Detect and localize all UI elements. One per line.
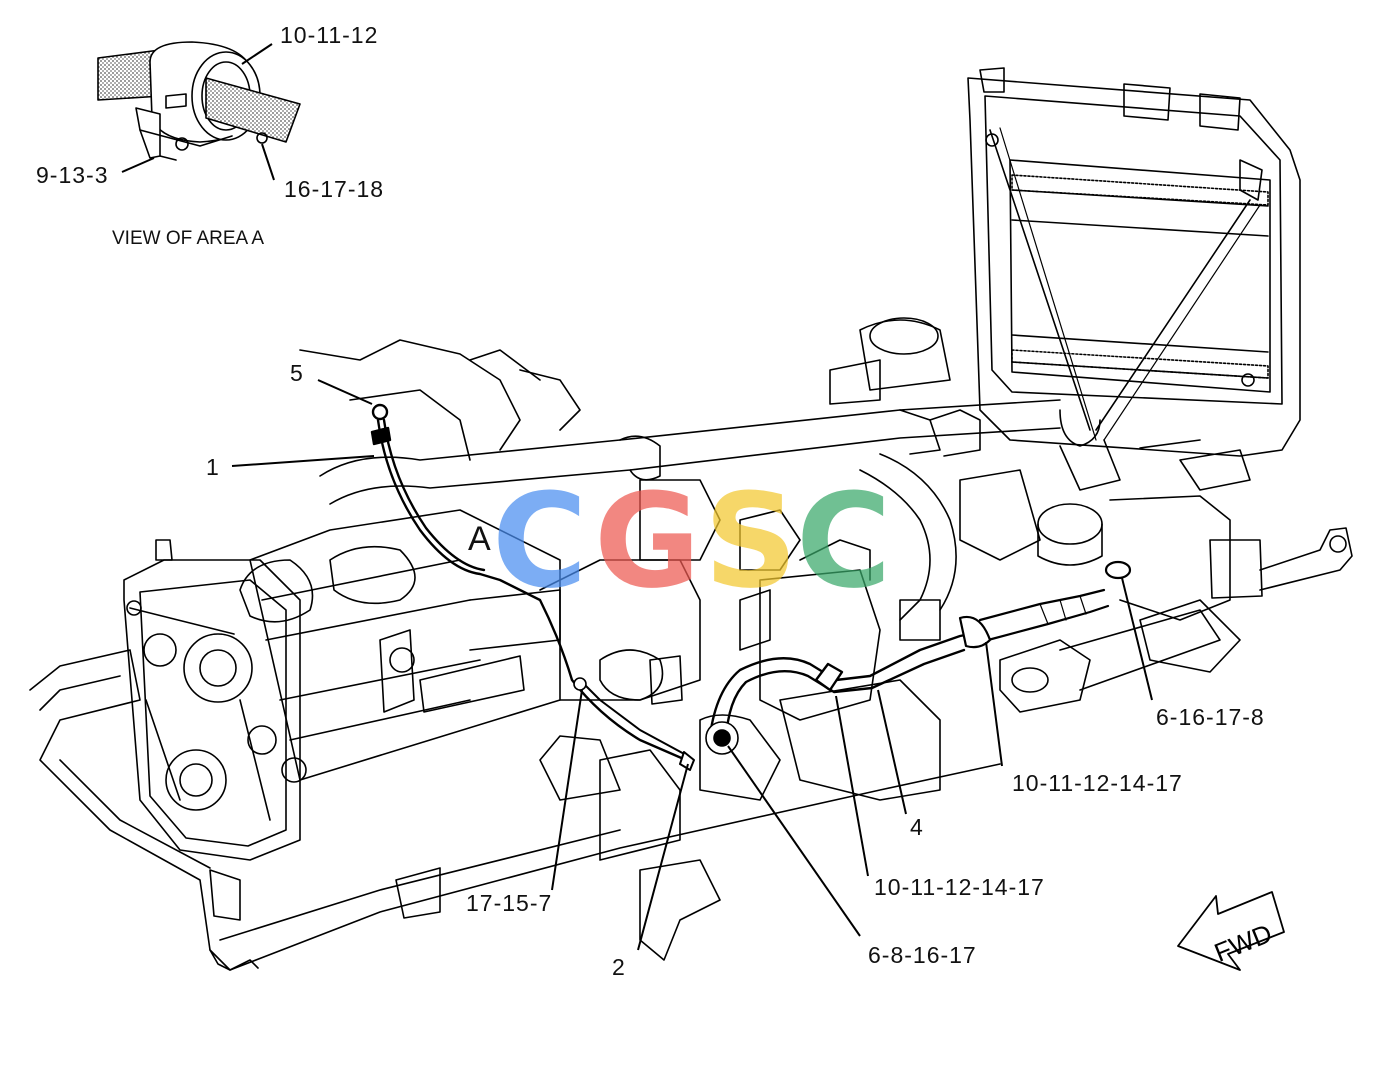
watermark-letter-2: G: [594, 465, 701, 617]
watermark-letter-1: C: [492, 465, 588, 617]
leader-lines: [121, 43, 1153, 951]
clamp-6-8-16-17: [705, 721, 739, 755]
callout-5: 5: [290, 360, 304, 386]
callout-6-8-16-17: 6-8-16-17: [868, 942, 977, 968]
fwd-arrow-icon: [1177, 891, 1285, 971]
inset-clip-drawing: [97, 41, 301, 161]
callout-6-16-17-8: 6-16-17-8: [1156, 704, 1265, 730]
frame-rail: [29, 649, 1001, 971]
callout-2: 2: [612, 954, 626, 980]
area-marker: A: [468, 520, 491, 558]
turbo-right-components: [829, 317, 1353, 713]
transmission-lower: [639, 479, 941, 801]
callout-1: 1: [206, 454, 220, 480]
radiator-assembly: [967, 67, 1301, 491]
watermark-letter-3: S: [704, 465, 798, 617]
hose-4: [708, 630, 982, 742]
callout-10-11-12-14-17-right: 10-11-12-14-17: [1012, 770, 1183, 796]
callout-10-11-12-14-17-mid: 10-11-12-14-17: [874, 874, 1045, 900]
inset-callout-clip: 10-11-12: [280, 22, 379, 48]
callout-4: 4: [910, 814, 924, 840]
inset-caption: VIEW OF AREA A: [112, 228, 265, 249]
hose-right: [958, 560, 1132, 649]
engine-front-pulleys: [123, 539, 307, 861]
callout-17-15-7: 17-15-7: [466, 890, 553, 916]
air-tubes: [299, 339, 1061, 621]
inset-callout-bracket: 9-13-3: [36, 162, 109, 188]
watermark-letter-4: C: [796, 465, 892, 617]
engine-block: [239, 509, 701, 801]
clamp-17-15-7: [573, 677, 587, 691]
hose-2: [579, 679, 695, 771]
inset-callout-bolt: 16-17-18: [284, 176, 385, 202]
hose-1: [370, 403, 688, 762]
